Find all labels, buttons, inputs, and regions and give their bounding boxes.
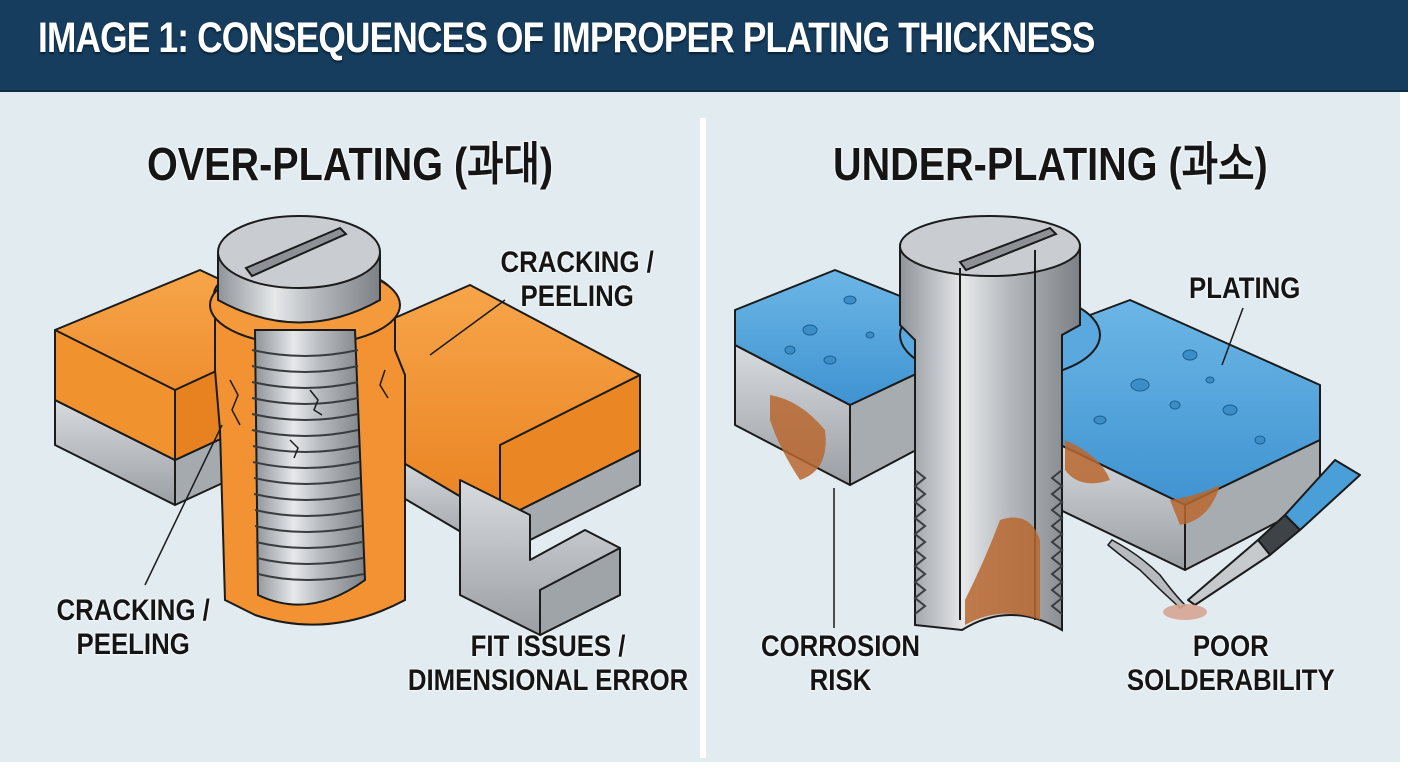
soldering-iron-icon: [1187, 459, 1361, 606]
bolt-threads: [913, 469, 1064, 615]
header-bar: IMAGE 1: CONSEQUENCES OF IMPROPER PLATIN…: [0, 0, 1408, 92]
label-plating: PLATING: [1189, 272, 1301, 305]
leader-lines-left: [144, 299, 506, 586]
label-cracking-peeling-bottom: CRACKING / PEELING: [56, 594, 210, 661]
under-plating-title: UNDER-PLATING (과소): [833, 138, 1268, 190]
label-cracking-peeling-top: CRACKING / PEELING: [500, 246, 654, 313]
panel-divider: [700, 118, 706, 758]
crack-marks: [229, 369, 389, 459]
screw-head: [217, 215, 381, 324]
over-plating-title: OVER-PLATING (과대): [147, 138, 554, 190]
screw-threads: [251, 349, 365, 581]
solder-blob: [1163, 604, 1207, 620]
bolt-cross-section: [899, 215, 1081, 632]
left-base-plate: [54, 269, 641, 636]
label-poor-solderability: POOR SOLDERABILITY: [1126, 630, 1335, 697]
page-title: IMAGE 1: CONSEQUENCES OF IMPROPER PLATIN…: [38, 14, 1095, 62]
leader-lines-right: [833, 307, 1244, 628]
plating-pits: [784, 295, 1266, 445]
label-corrosion-risk: CORROSION RISK: [760, 630, 921, 697]
label-fit-issues: FIT ISSUES / DIMENSIONAL ERROR: [407, 630, 689, 697]
rust-patches: [770, 395, 1220, 525]
